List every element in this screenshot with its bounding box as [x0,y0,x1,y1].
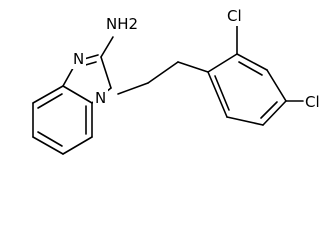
atom-labels: NH2 N N Cl Cl [71,6,326,112]
benzimidazole-benzo-ring [32,85,93,155]
chloro-ortho-label: Cl [227,7,242,25]
ring-n-top-label: N [73,50,84,68]
amine-label: NH2 [106,15,138,33]
dichlorophenyl-ring [207,53,287,126]
amine-bond [100,36,114,58]
ethyl-linker [117,61,209,95]
ring-n-bottom-label: N [95,89,106,107]
molecule-structure-diagram: NH2 N N Cl Cl [32,6,326,155]
chloro-para-label: Cl [305,93,320,111]
